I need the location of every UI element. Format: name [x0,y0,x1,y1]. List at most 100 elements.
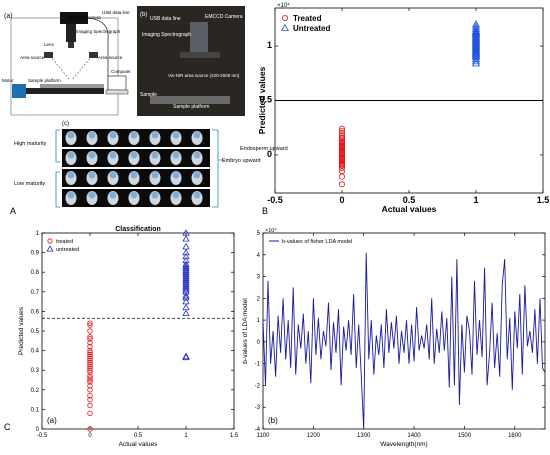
data-point-circle [87,375,93,381]
y-tick-label: -4 [255,427,261,433]
seed-highlight [67,151,75,159]
data-point-triangle [182,297,190,305]
data-point-circle [338,181,345,188]
data-point-circle [87,353,93,360]
x-tick-label: 0 [339,195,344,205]
data-point-circle [87,320,93,326]
data-point-circle [87,359,93,366]
lens-icon [68,42,74,48]
seed-trays [62,129,210,207]
y-axis-label: b-values of LDA model [242,298,249,364]
y-tick-label: 0.7 [31,290,40,296]
series-line [262,252,546,430]
seed-highlight [151,191,159,199]
seed-highlight [193,171,201,179]
data-point-circle [338,125,345,132]
seed-highlight [193,131,201,139]
label-embryo-upward: Embryo upward [222,158,261,164]
photo-label-source: Vis-NIR area source (420-2500 nm) [168,73,240,78]
x-tick-label: 1500 [458,433,472,439]
panel-a-diagram: (a) EMCCD camera USB data line Imaging S… [2,6,288,216]
x-tick-label: 0 [88,433,92,439]
y-tick-label: 4 [257,253,261,259]
light-path-left [49,55,71,81]
label-lens: Lens [44,42,55,47]
seed-highlight [172,131,180,139]
sub-b-tag: (b) [140,12,147,18]
seed-highlight [109,191,117,199]
data-point-triangle [182,235,190,242]
plot-frame [41,232,235,430]
data-point-circle [87,365,93,371]
label-usb: USB data line [102,10,130,15]
x-tick-label: 1.5 [537,195,550,205]
label-low-maturity: Low maturity [14,181,45,187]
seed-highlight [172,171,180,179]
label-spectrograph: Imaging Spectrograph [76,29,121,34]
y-multiplier: ×10⁴ [265,227,277,234]
photo-camera-icon [190,22,208,52]
photo-label-sample: Sample [140,92,157,98]
legend-entry: Untreated [293,24,330,33]
data-point-circle [87,349,93,356]
legend-entry: untreated [56,247,79,253]
data-point-circle [87,426,93,432]
data-point-triangle [182,352,190,360]
data-point-triangle [182,353,190,361]
x-tick-label: -0.5 [37,433,48,439]
data-point-circle [87,377,93,383]
label-high-maturity: High maturity [14,141,47,147]
data-point-circle [87,396,93,403]
x-tick-label: 1600 [508,433,522,439]
data-point-circle [87,383,93,389]
data-point-circle [87,363,93,369]
data-point-triangle [280,23,290,31]
data-point-circle [281,14,288,21]
y-tick-label: 0 [36,427,40,433]
seed-highlight [67,131,75,139]
data-point-circle [338,173,345,180]
x-tick-label: 1 [184,433,188,439]
seed-highlight [67,171,75,179]
y-axis-label: Predicted values [257,66,267,134]
photo-label-camera: EMCCD Camera [205,14,243,20]
y-tick-label: 3 [257,275,261,281]
seed-highlight [109,171,117,179]
y-tick-label: 0.4 [31,349,40,355]
y-tick-label: 5 [257,231,261,237]
platform-icon [40,84,104,88]
chart-title: Classification [115,226,161,233]
y-multiplier: ×10⁴ [277,2,290,9]
data-point-circle [87,361,93,368]
panel-letter-b: B [262,206,268,216]
label-camera: EMCCD camera [68,15,101,20]
legend-entry: treated [56,239,73,245]
seed-grid-sub-c: (c) High maturity Low maturity Embryo up… [14,121,288,208]
data-point-triangle [182,309,190,317]
data-point-circle [87,379,93,385]
data-point-triangle [182,293,190,301]
orientation-brackets [212,129,225,208]
sub-a-tag: (a) [4,13,13,20]
data-point-circle [87,410,93,417]
y-tick-label: -3 [255,405,261,411]
x-tick-label: 1.5 [230,433,239,439]
maturity-brackets [55,129,60,208]
sub-c-tag: (c) [62,121,69,127]
data-point-circle [87,387,93,393]
data-point-triangle [182,284,190,291]
photo-platform-icon [150,96,230,104]
seed-highlight [151,151,159,159]
motor-icon [12,84,26,98]
panel-letter-c: C [4,422,11,432]
data-point-triangle [182,248,190,256]
x-tick-label: 0.5 [134,433,143,439]
y-tick-label: 0.6 [31,309,40,315]
panel-tag: (b) [268,416,278,425]
plot-frame [262,232,546,430]
data-point-triangle [471,57,481,65]
label-motor: Motor [2,78,14,83]
